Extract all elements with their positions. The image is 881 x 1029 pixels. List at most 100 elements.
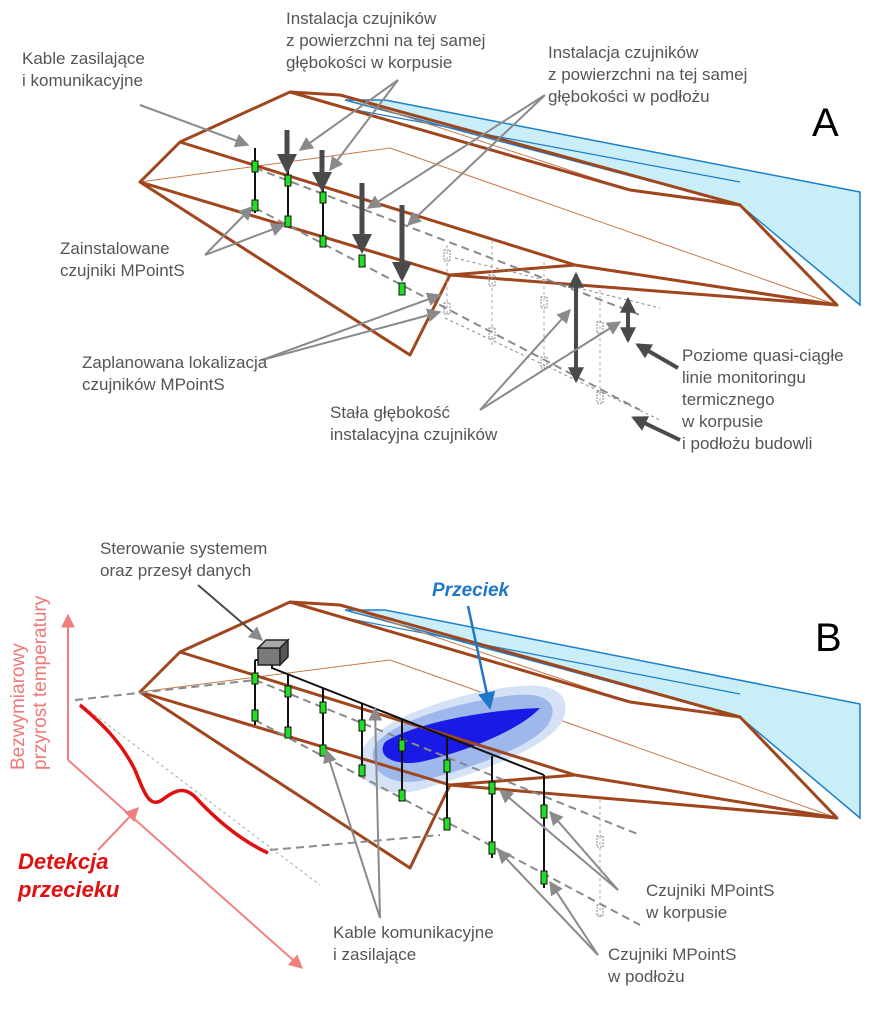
planned-sensor	[596, 904, 604, 917]
planned-sensor	[540, 356, 548, 369]
planned-sensor	[443, 302, 451, 315]
label-cables-a: Kable zasilające i komunikacyjne	[22, 49, 145, 90]
dam-edge	[139, 690, 451, 787]
callout-arrow	[549, 810, 619, 891]
label-installed-sensors: Zainstalowane czujniki MPointS	[60, 239, 185, 280]
planned-sensor	[488, 274, 496, 287]
label-sensors-body: Czujniki MPointS w korpusie	[646, 881, 775, 922]
panel-b-letter: B	[815, 616, 842, 660]
label-constant-depth: Stała głębokość instalacyjna czujników	[330, 403, 498, 444]
crest-inner-line	[339, 94, 631, 191]
label-sensors-ground: Czujniki MPointS w podłożu	[608, 945, 737, 986]
label-temperature-axis: Bezwymiarowy przyrost temperatury	[8, 595, 51, 770]
distance-axis	[67, 759, 304, 969]
planned-sensor	[540, 296, 548, 309]
sensor-body	[443, 759, 451, 773]
leak-plume-dark	[382, 708, 540, 764]
installed-sensor	[398, 282, 406, 296]
panel-a-letter: A	[812, 101, 839, 145]
sensor-body	[358, 719, 366, 732]
dam-edge	[629, 188, 741, 207]
callout-arrow	[323, 748, 381, 919]
callout-arrow	[549, 880, 599, 956]
monitoring-line-ext	[444, 317, 661, 421]
sensor-body	[251, 672, 259, 685]
monitoring-plane-line	[74, 679, 256, 701]
base-inner-line-2	[389, 659, 838, 819]
base-inner-line	[139, 659, 391, 693]
water-line	[344, 617, 741, 695]
dam-edge	[449, 263, 576, 277]
leak-arrow	[466, 605, 496, 710]
callout-arrow	[498, 789, 619, 891]
callout-arrow	[479, 321, 622, 411]
panel-b-dam	[138, 600, 861, 870]
installed-sensor	[358, 254, 366, 268]
installed-sensor	[284, 215, 292, 228]
base-inner-line-2	[389, 147, 838, 306]
sensor-ground	[540, 870, 548, 885]
sensor-body	[488, 781, 496, 795]
temperature-curve	[78, 703, 269, 855]
sensor-body	[319, 701, 327, 714]
callout-arrow	[298, 79, 399, 151]
planned-sensor	[596, 391, 604, 404]
dam-edge	[629, 700, 741, 719]
panel-a-dam	[138, 90, 861, 357]
panel-b-cable-network	[251, 638, 548, 888]
installed-sensor	[319, 191, 327, 204]
planned-sensor	[488, 327, 496, 340]
sensor-ground	[443, 817, 451, 831]
detection-arrow	[97, 806, 139, 851]
installed-sensor	[251, 160, 259, 173]
panel-a-arrows	[139, 79, 681, 442]
water-line	[344, 107, 741, 183]
label-monitoring-lines: Poziome quasi-ciągłe linie monitoringu t…	[682, 346, 844, 453]
panel-b-arrows	[197, 584, 619, 956]
label-leak: Przeciek	[432, 580, 510, 601]
monitoring-line-ground	[254, 207, 641, 411]
sensor-ground	[488, 841, 496, 855]
callout-arrow	[261, 292, 442, 361]
callout-arrow	[204, 222, 286, 256]
planned-sensor	[596, 835, 604, 848]
label-surface-ground: Instalacja czujników z powierzchni na te…	[548, 43, 748, 106]
installed-sensor	[319, 235, 327, 248]
callout-arrow	[139, 104, 250, 148]
dam-edge	[574, 773, 838, 820]
crest-inner-line	[339, 604, 631, 703]
callout-arrow	[329, 79, 399, 172]
monitoring-line-ground	[254, 719, 641, 926]
sensor-body	[398, 739, 406, 752]
callout-arrow	[497, 848, 599, 956]
label-cables-b: Kable komunikacyjne i zasilające	[333, 923, 494, 964]
sensor-ground	[398, 789, 406, 802]
dam-edge	[574, 263, 838, 307]
callout-arrow	[479, 308, 571, 411]
sensor-body	[540, 804, 548, 819]
installed-sensor	[251, 199, 259, 212]
sensor-ground	[319, 744, 327, 757]
monitoring-line-body	[254, 679, 641, 836]
callout-arrow	[197, 584, 264, 641]
callout-arrow	[204, 205, 253, 256]
line-pointer-arrow	[631, 416, 681, 442]
label-control: Sterowanie systemem oraz przesył danych	[100, 539, 268, 580]
callout-arrow	[368, 706, 383, 919]
planned-sensor	[443, 249, 451, 262]
base-inner-line	[139, 147, 391, 183]
sensor-ground	[284, 726, 292, 739]
planned-sensor	[596, 321, 604, 334]
installed-sensor	[284, 174, 292, 187]
dam-edge	[449, 773, 576, 787]
callout-arrow	[366, 94, 546, 209]
line-pointer-arrow	[635, 343, 679, 370]
control-box-icon	[256, 638, 290, 667]
callout-arrow	[261, 308, 442, 361]
label-planned-location: Zaplanowana lokalizacja czujników MPoint…	[82, 353, 268, 394]
sensor-ground	[251, 709, 259, 722]
dam-edge	[289, 600, 631, 704]
label-leak-detection: Detekcja przecieku	[18, 849, 120, 902]
